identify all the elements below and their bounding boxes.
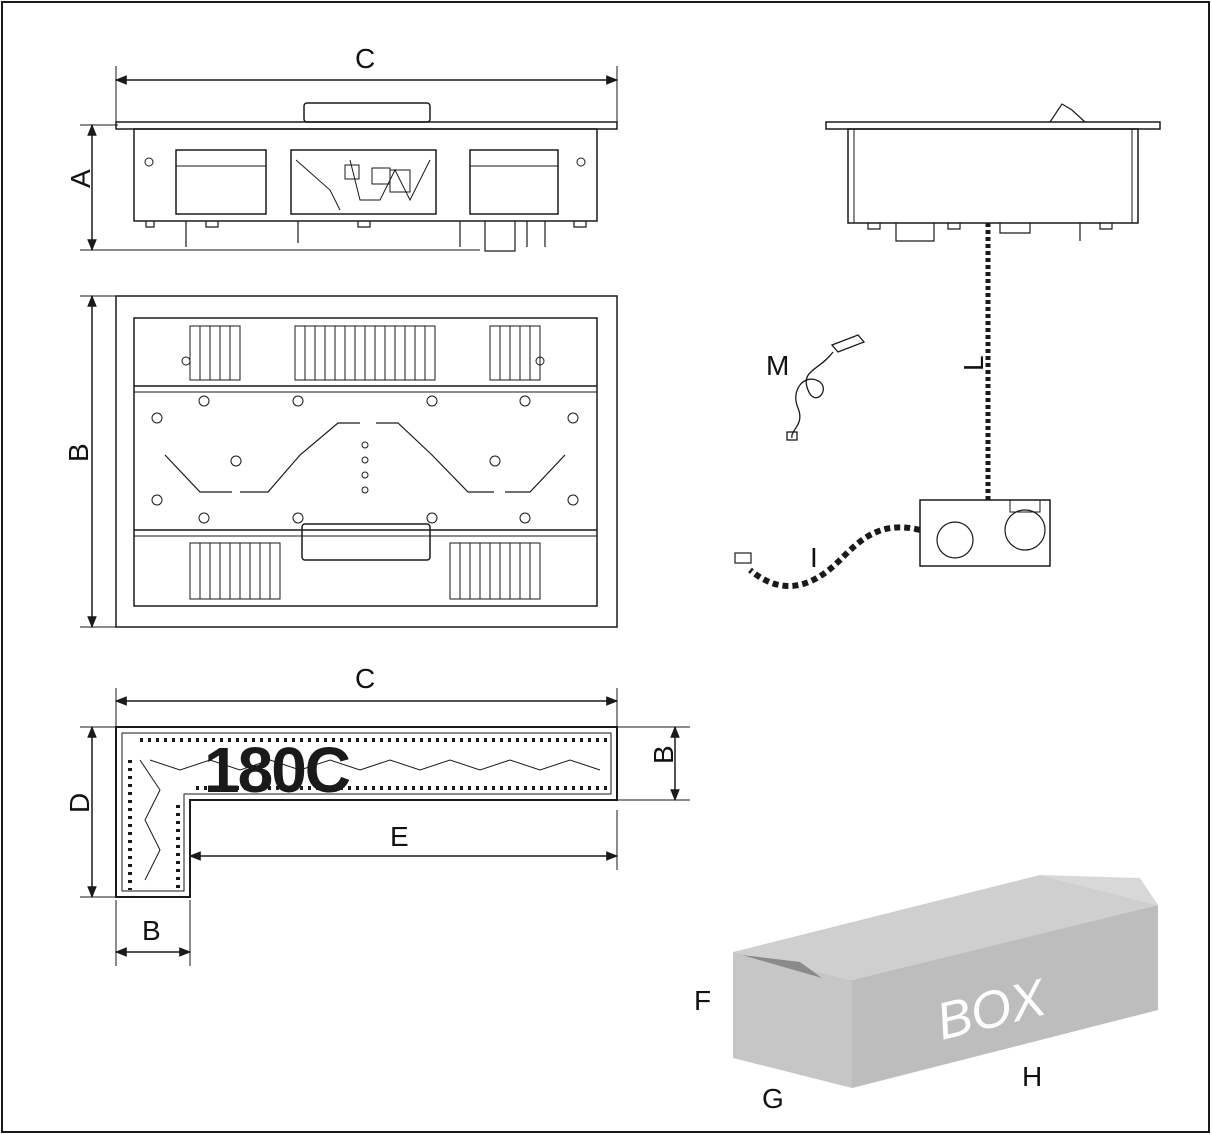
label-a: A (65, 169, 96, 188)
label-g: G (762, 1083, 784, 1114)
l-shape-view (80, 688, 690, 966)
top-handle (301, 523, 431, 561)
packaging-box (733, 875, 1158, 1088)
burner-track (164, 422, 566, 493)
label-f: F (694, 985, 711, 1016)
side-flange (825, 121, 1161, 130)
l-slats (128, 738, 608, 890)
top-outline (115, 295, 618, 628)
cable-m (786, 334, 866, 441)
side-view (825, 103, 1161, 500)
vent-slats-top (189, 325, 541, 381)
box-front (733, 952, 852, 1088)
control-knob-right (1004, 509, 1046, 551)
label-h: H (1022, 1061, 1042, 1092)
front-flange (115, 121, 618, 130)
label-b-right: B (648, 745, 679, 764)
label-l: L (958, 355, 989, 371)
model-label: 180C (204, 734, 350, 806)
label-d: D (64, 793, 95, 813)
label-c-top: C (355, 43, 375, 74)
label-b-left: B (63, 443, 94, 462)
top-inner (133, 317, 598, 607)
side-body (847, 128, 1139, 224)
box-top (733, 875, 1158, 980)
control-knob-left (936, 521, 974, 559)
top-view (80, 294, 618, 629)
label-b-bottom: B (142, 915, 161, 946)
label-i: I (810, 542, 818, 573)
front-window-right (469, 149, 559, 215)
control-unit (734, 499, 1051, 589)
box-side (852, 905, 1158, 1088)
label-m: M (766, 350, 789, 381)
box-flap (1040, 875, 1158, 905)
front-view (80, 66, 619, 252)
front-body (133, 128, 598, 222)
front-handle (303, 102, 431, 123)
label-e: E (390, 821, 409, 852)
l-burner-zigzag (149, 759, 601, 771)
front-window-center (290, 149, 437, 215)
front-window-left (175, 149, 267, 215)
vent-slats-bottom (189, 542, 541, 600)
l-outline (115, 726, 618, 898)
control-body (919, 499, 1051, 567)
label-c-bottom: C (355, 663, 375, 694)
mount-holes (151, 356, 579, 524)
cable-i (748, 524, 921, 589)
